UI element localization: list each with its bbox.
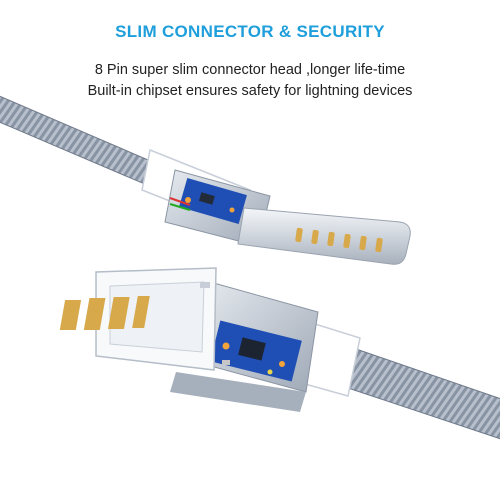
usb-pcb (210, 320, 302, 382)
usb-cable (59, 267, 500, 440)
feature-header: SLIM CONNECTOR & SECURITY 8 Pin super sl… (0, 22, 500, 102)
description-line-2: Built-in chipset ensures safety for ligh… (87, 83, 413, 99)
feature-description: 8 Pin super slim connector head ,longer … (0, 60, 500, 102)
lightning-pcb (169, 178, 247, 224)
description-line-1: 8 Pin super slim connector head ,longer … (94, 62, 406, 78)
lightning-cable (0, 95, 411, 265)
usb-housing-side (170, 372, 306, 412)
lightning-connector-icon (237, 207, 411, 265)
headline: SLIM CONNECTOR & SECURITY (115, 22, 385, 41)
usb-a-connector-icon (59, 267, 217, 371)
